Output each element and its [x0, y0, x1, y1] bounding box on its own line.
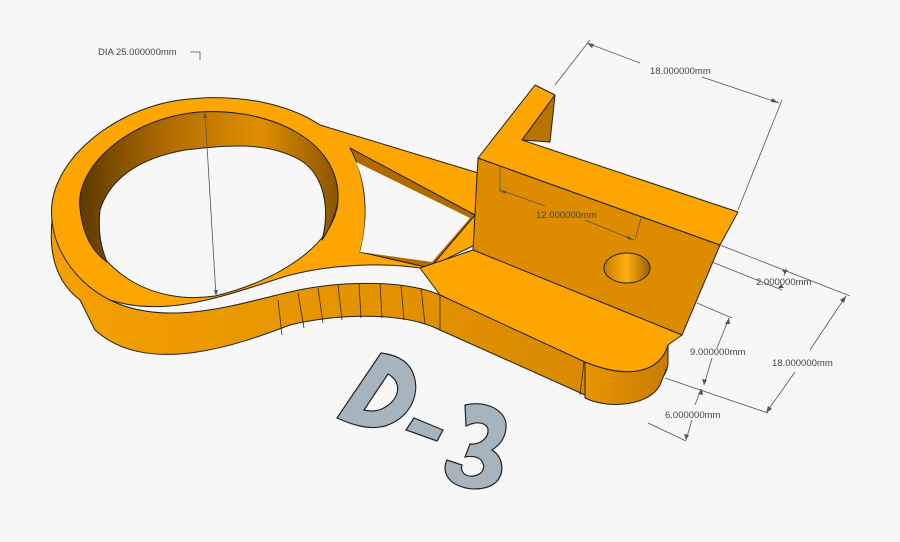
dimension-total-height-label: 18.000000mm [772, 358, 833, 369]
label-letter-d [336, 352, 417, 429]
label-dash [405, 417, 444, 442]
dimension-base-height[interactable]: 6.000000mm [647, 377, 769, 442]
dimension-thickness-label: 2.000000mm [756, 277, 812, 288]
cutout-floor [356, 162, 470, 262]
side-facet-lines [277, 282, 585, 396]
dimension-annotations: DIA 25.000000mm 18.000000mm 12.000000mm [98, 39, 851, 442]
label-digit-3 [444, 403, 507, 490]
dimension-thickness[interactable]: 2.000000mm [711, 244, 851, 297]
dimension-base-height-label: 6.000000mm [665, 410, 721, 421]
mounting-hole[interactable] [603, 252, 651, 284]
dimension-inner-length-label: 12.000000mm [536, 210, 597, 221]
dimension-top-length-label: 18.000000mm [650, 66, 711, 77]
dimension-hole-height-label: 9.000000mm [690, 347, 746, 358]
dimension-dia[interactable]: DIA 25.000000mm [98, 47, 218, 297]
bracket-inner-face [521, 94, 556, 143]
dimension-hole-height[interactable]: 9.000000mm [690, 302, 746, 386]
dimension-dia-label: DIA 25.000000mm [98, 47, 177, 58]
dimension-total-height[interactable]: 18.000000mm [765, 295, 847, 414]
ring-inner-wall [79, 111, 339, 263]
dimension-inner-length[interactable]: 12.000000mm [499, 165, 642, 241]
part-label-d3 [336, 352, 507, 490]
dimension-top-length[interactable]: 18.000000mm [554, 39, 783, 211]
base-top-face [419, 249, 683, 373]
